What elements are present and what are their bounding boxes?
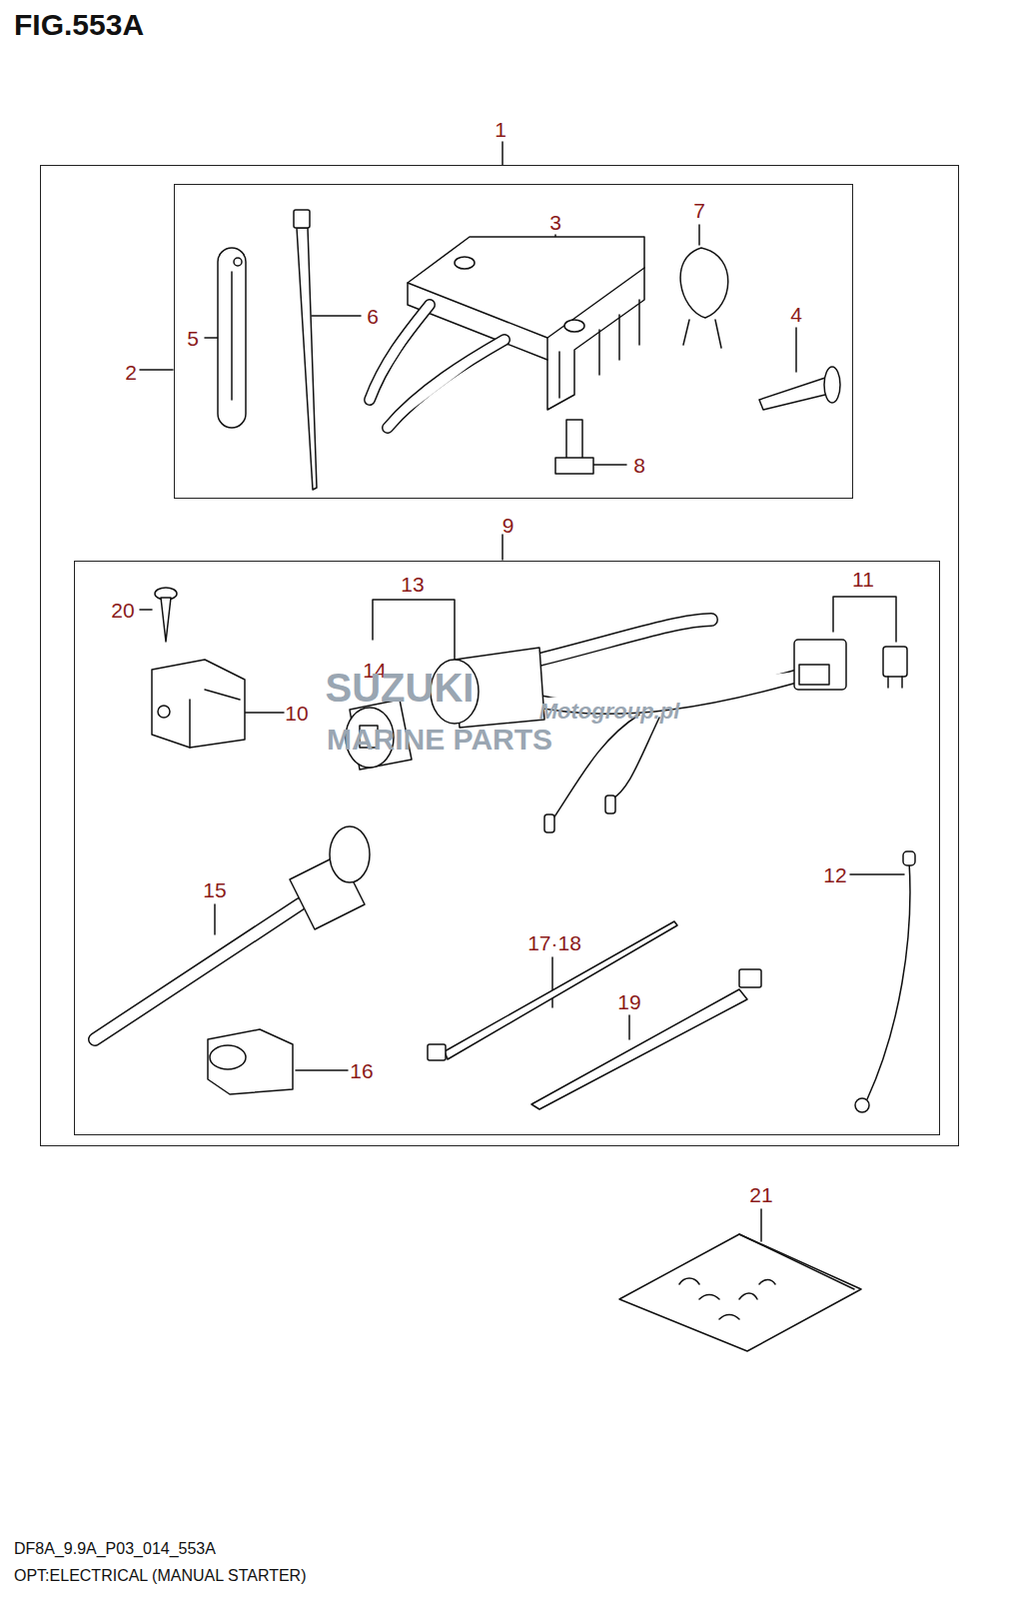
callout-number: 21 (749, 1183, 773, 1205)
kit-group-box: 2 (173, 183, 854, 499)
figure-title: FIG.553A (13, 7, 144, 42)
leader-lines (139, 141, 905, 1241)
callout-number: 14 (362, 659, 386, 681)
callout-number: 13 (400, 573, 424, 595)
kit-group-box: 129 (39, 164, 960, 1146)
callout-number: 19 (617, 991, 641, 1012)
kit-group-box: 9 (73, 560, 941, 1135)
watermark: MARINE PARTS (326, 724, 553, 755)
callout-number: 16 (349, 1059, 373, 1081)
watermark: Motogroup.pl (539, 700, 681, 723)
callout-number: 15 (202, 879, 226, 901)
callout-number: 5 (186, 327, 199, 349)
caption-line: OPT:ELECTRICAL (MANUAL STARTER) (13, 1567, 307, 1584)
callout-number: 10 (284, 702, 308, 724)
callout-number: 7 (693, 199, 706, 221)
part-drawings (94, 209, 916, 1351)
watermark: SUZUKI (325, 667, 475, 708)
callout-number: 4 (790, 303, 803, 325)
callout-number: 6 (366, 305, 379, 327)
callout-number: 8 (633, 454, 646, 476)
callout-number: 20 (110, 599, 134, 621)
callout-number: 12 (823, 864, 847, 886)
callout-number: 11 (852, 568, 875, 590)
callout-number: 1 (494, 118, 507, 140)
callout-number: 3 (549, 211, 562, 233)
callout-number: 2 (124, 361, 137, 383)
callout-number: 17·18 (527, 932, 582, 954)
caption-line: DF8A_9.9A_P03_014_553A (13, 1540, 216, 1557)
callout-number: 9 (502, 514, 515, 536)
